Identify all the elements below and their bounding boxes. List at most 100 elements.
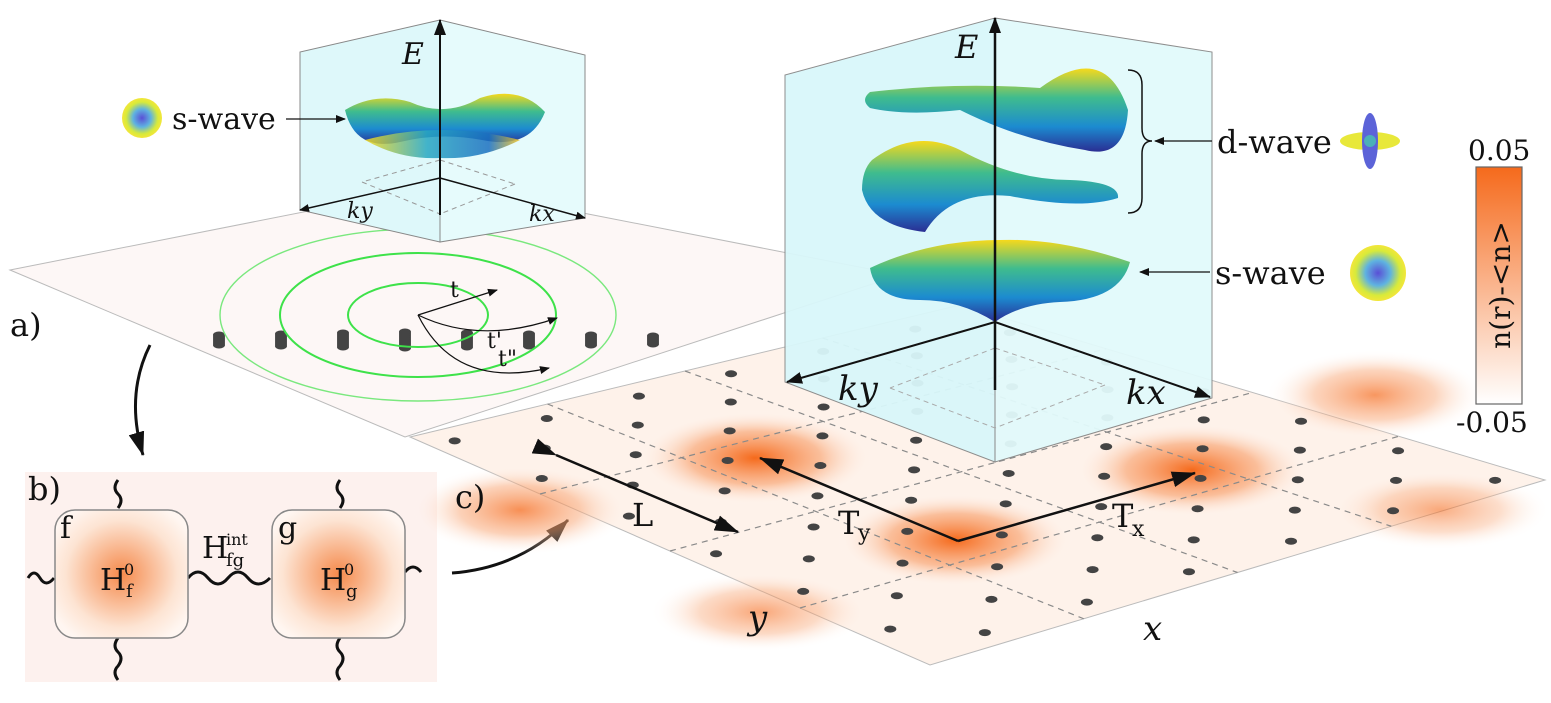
lattice-site (213, 341, 225, 349)
svg-text:fg: fg (226, 550, 244, 571)
orbit-t (347, 282, 489, 348)
lattice-site (814, 462, 827, 470)
lattice-site (631, 421, 644, 429)
lattice-site (723, 427, 736, 435)
panel-b-wires (26, 479, 423, 681)
lattice-site (632, 392, 645, 400)
lattice-site (1098, 472, 1111, 480)
panel-a-axis-kx: kx (529, 202, 555, 227)
colorbar-gradient (1475, 166, 1523, 405)
lattice-site (718, 487, 731, 495)
lattice-site (461, 343, 473, 351)
lattice-site (1295, 417, 1308, 425)
lattice-site (816, 432, 829, 440)
lattice-site (1392, 447, 1405, 455)
lattice-site (647, 340, 659, 348)
lattice-site (629, 451, 642, 459)
svg-text:int: int (226, 530, 248, 549)
svg-text:y: y (857, 521, 871, 546)
lattice-site (1182, 568, 1195, 576)
lattice-site (585, 341, 597, 349)
lattice-site (1291, 476, 1304, 484)
hopping-label-t-prime: t' (487, 329, 502, 354)
lattice-site (817, 403, 830, 411)
panel-c-axis-x: x (1143, 609, 1162, 649)
panel-a-band (345, 93, 545, 159)
lattice-site (721, 456, 734, 464)
vector-ty-label: T y (838, 504, 871, 546)
lattice-site (999, 500, 1012, 508)
lattice-site (1390, 476, 1403, 484)
supercell-boundary (799, 435, 1399, 609)
block-f-ham-sup: 0 (124, 560, 134, 579)
lattice-site (978, 629, 991, 637)
lattice-site (540, 415, 553, 423)
block-g-corner-label: g (278, 511, 297, 546)
block-g-hamiltonian: H (320, 563, 346, 598)
lattice-site (275, 342, 287, 350)
block-f-corner-label: f (60, 511, 73, 546)
svg-text:T: T (1112, 497, 1134, 535)
panel-a-lattice-sites (213, 328, 659, 352)
lattice-site (1095, 503, 1108, 511)
lattice-site (995, 531, 1008, 539)
svg-text:H: H (202, 531, 228, 566)
lattice-site (890, 592, 903, 600)
lattice-site (724, 398, 737, 406)
hop-arrow-t-double-prime (417, 314, 550, 374)
lattice-site (1197, 416, 1210, 424)
lattice-site (896, 559, 909, 567)
hop-arrow-t-prime (417, 314, 558, 332)
lattice-site (535, 475, 548, 483)
vector-tx (957, 471, 1196, 543)
lattice-site (538, 444, 551, 452)
d-wave-band-lower (862, 141, 1119, 232)
block-f-ham-sub: f (126, 581, 134, 602)
colorbar-min: -0.05 (1456, 406, 1528, 439)
lattice-site (1285, 537, 1298, 545)
panel-a-label: a) (10, 306, 42, 344)
block-g-ham-sub: g (346, 581, 358, 602)
lattice-site (901, 527, 914, 535)
orbit-t-prime (279, 252, 557, 378)
panel-c-bands (862, 68, 1130, 322)
block-f-hamiltonian: H (100, 563, 126, 598)
lattice-site (908, 466, 921, 474)
lattice-site (1002, 469, 1015, 477)
supercell-boundary (547, 403, 1084, 620)
panel-a-axis-ky: ky (347, 199, 373, 224)
lattice-site (337, 343, 349, 351)
lattice-site (797, 587, 810, 595)
lattice-site (725, 370, 738, 378)
lattice-site (807, 523, 820, 531)
s-wave-orbital-icon (122, 98, 162, 138)
d-wave-label: d-wave (1217, 123, 1332, 161)
block-g: g H 0 g (271, 509, 406, 639)
lattice-site (905, 496, 918, 504)
lattice-site (884, 625, 897, 633)
d-wave-orbital-icon (1340, 113, 1400, 169)
panel-c-axes (786, 17, 1211, 398)
panel-c-axis-ky: ky (838, 369, 879, 409)
vector-ty (759, 456, 959, 543)
panel-a-axis-e: E (401, 37, 424, 72)
colorbar-max: 0.05 (1468, 134, 1530, 167)
hopping-label-t-double-prime: t" (498, 347, 517, 372)
lattice-site (1086, 566, 1099, 574)
block-f: f H 0 f (54, 509, 189, 639)
supercell-length-label: L (632, 496, 653, 534)
lattice-site (910, 436, 923, 444)
svg-text:T: T (838, 504, 860, 542)
lattice-site (991, 563, 1004, 571)
lattice-site (1489, 476, 1502, 484)
panel-c-axis-kx: kx (1126, 373, 1166, 413)
lattice-site (1196, 445, 1209, 453)
vector-tx-label: T x (1112, 497, 1145, 542)
lattice-site (1100, 443, 1113, 451)
panel-c-label: c) (455, 478, 485, 516)
lattice-site (1191, 505, 1204, 513)
hopping-label-t: t (450, 278, 459, 303)
lattice-vectors (531, 438, 1196, 543)
lattice-site (1091, 534, 1104, 542)
lattice-site (1187, 536, 1200, 544)
